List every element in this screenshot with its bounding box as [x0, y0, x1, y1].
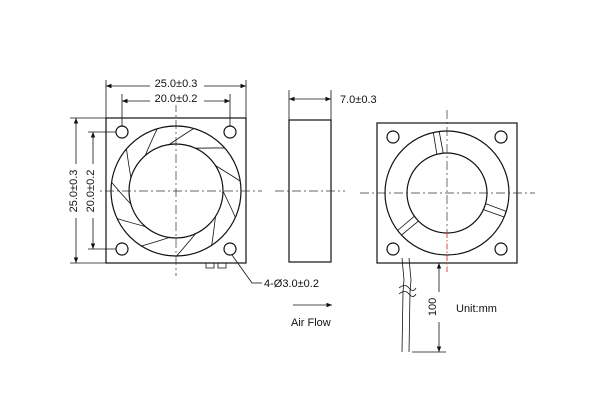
dimension-height-outer: 25.0±0.3	[68, 170, 80, 213]
rear-hole-bottom-left	[386, 242, 400, 256]
wire-slot-tab	[205, 263, 215, 269]
rear-strut	[432, 132, 438, 155]
rear-strut	[485, 203, 507, 212]
mounting-hole-bottom-right	[223, 242, 237, 256]
front-view: 25.0±0.3 20.0±0.2 25.0±0.3 20.0±0.2 4-Ø3…	[66, 76, 332, 329]
dimension-width-outer: 25.0±0.3	[155, 78, 198, 90]
mounting-hole-bottom-left	[115, 242, 129, 256]
fan-blade	[126, 148, 132, 178]
dimension-lead-length: 100	[427, 298, 439, 316]
rear-view: 100 Unit:mm	[360, 110, 535, 353]
mounting-hole-top-left	[115, 125, 129, 139]
label-bg	[150, 76, 204, 90]
mounting-hole-top-right	[223, 125, 237, 139]
label-bg	[428, 292, 442, 322]
fan-blade	[176, 233, 196, 257]
fan-blade	[222, 190, 236, 218]
side-view: 7.0±0.3	[275, 90, 377, 263]
rear-hole-bottom-right	[494, 242, 508, 256]
fan-blades	[111, 128, 241, 257]
fan-blade	[169, 128, 195, 145]
wire-break-mark	[398, 291, 417, 297]
fan-blade	[144, 128, 158, 156]
hole-callout-leader	[231, 254, 253, 284]
rear-struts	[397, 131, 507, 236]
label-bg	[66, 164, 80, 218]
rear-hole-top-left	[386, 130, 400, 144]
rear-strut	[483, 209, 505, 218]
fan-blade	[141, 237, 170, 247]
dimension-hole-pitch-horizontal: 20.0±0.2	[155, 93, 198, 105]
rear-strut	[438, 131, 444, 154]
fan-blade	[215, 165, 241, 182]
dimension-hole-pitch-vertical: 20.0±0.2	[85, 170, 97, 213]
unit-note: Unit:mm	[456, 303, 497, 315]
rear-strut	[401, 220, 419, 236]
label-bg	[83, 164, 97, 218]
lead-wire-1	[401, 257, 405, 353]
dimension-thickness: 7.0±0.3	[340, 94, 377, 106]
rear-strut	[397, 215, 415, 231]
wire-slot-tab	[217, 263, 227, 269]
airflow-label: Air Flow	[291, 317, 331, 329]
wire-break-mark	[398, 285, 417, 291]
fan-blade	[116, 218, 146, 227]
fan-blade	[211, 216, 216, 246]
label-bg	[150, 91, 204, 105]
hole-callout: 4-Ø3.0±0.2	[264, 278, 319, 290]
lead-wire-2	[408, 257, 412, 353]
rear-hole-top-right	[494, 130, 508, 144]
fan-blade	[111, 182, 132, 205]
